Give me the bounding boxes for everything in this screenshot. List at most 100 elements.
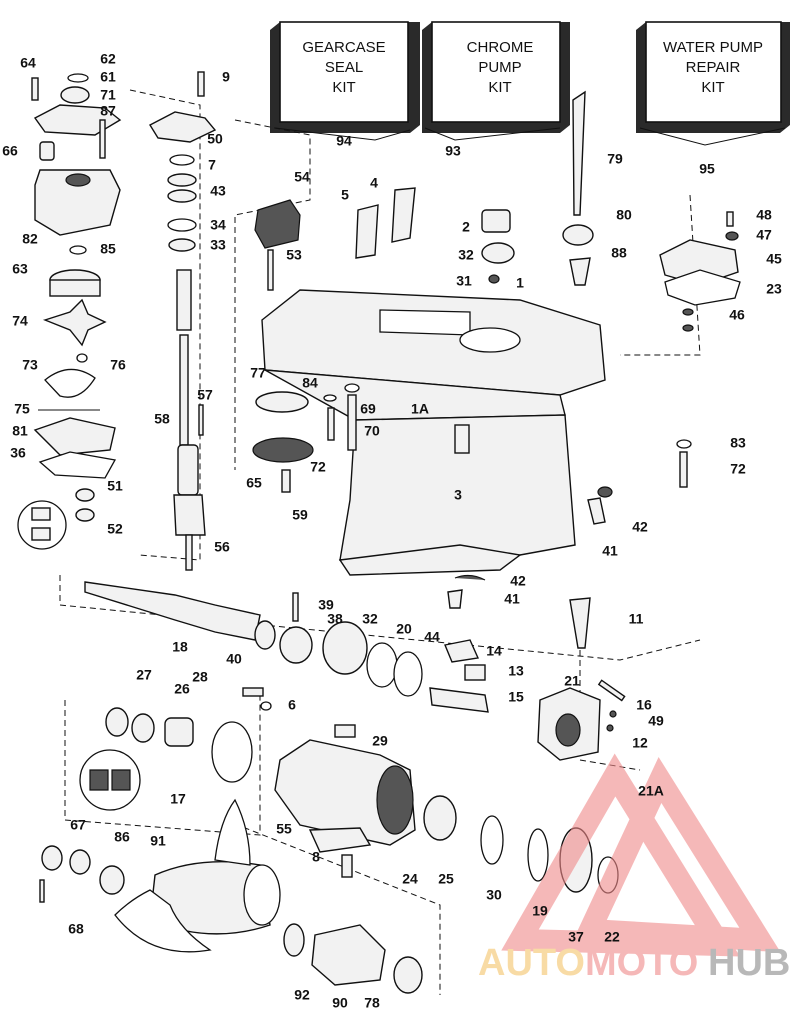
callout-19: 19 <box>532 903 548 919</box>
screw-72-b <box>679 451 688 488</box>
callout-43: 43 <box>210 183 226 199</box>
callout-label: 95 <box>699 161 715 177</box>
callout-55: 55 <box>276 821 292 837</box>
callout-32: 32 <box>458 247 474 263</box>
callout-14: 14 <box>486 643 502 659</box>
callout-37: 37 <box>568 929 584 945</box>
screw-41 <box>447 589 463 609</box>
callout-4: 4 <box>370 175 378 191</box>
kit-line: REPAIR <box>686 59 741 76</box>
callout-41: 41 <box>504 591 520 607</box>
watermark-text-auto: AUTO <box>478 942 585 984</box>
leader <box>424 127 561 141</box>
callout-48: 48 <box>756 207 772 223</box>
shift-rod-11 <box>569 597 591 649</box>
gasket-23 <box>664 269 741 306</box>
callout-40: 40 <box>226 651 242 667</box>
callout-68: 68 <box>68 921 84 937</box>
pin-57 <box>198 404 204 436</box>
callout-88: 88 <box>611 245 627 261</box>
propeller-blade-upper <box>214 798 251 866</box>
dashed-group-driveshaft <box>129 89 201 561</box>
callout-29: 29 <box>372 733 388 749</box>
carrier-bore <box>376 765 414 835</box>
pin-12 <box>606 724 614 732</box>
watermark-logo: AUTO MOTO HUB <box>478 753 790 984</box>
callout-73: 73 <box>22 357 38 373</box>
callout-42: 42 <box>632 519 648 535</box>
impeller-74 <box>42 298 107 347</box>
callout-30: 30 <box>486 887 502 903</box>
tube-79 <box>572 90 586 216</box>
callout-71: 71 <box>100 87 116 103</box>
screw-28 <box>242 687 264 697</box>
callout-85: 85 <box>100 241 116 257</box>
propeller-blade-lower <box>114 889 212 953</box>
callout-59: 59 <box>292 507 308 523</box>
bearing-housing-50 <box>149 111 217 143</box>
kit-box-face <box>645 21 782 123</box>
pump-plate-71 <box>33 104 122 136</box>
washer-6 <box>260 701 272 711</box>
propeller-shaft-18 <box>84 581 261 641</box>
gear-housing-1 <box>261 289 606 576</box>
screw-64 <box>31 77 39 101</box>
leader <box>274 127 411 141</box>
seal-43-b <box>167 189 197 203</box>
leader <box>639 127 786 146</box>
propeller-bore <box>243 864 281 926</box>
washer-19 <box>527 828 549 882</box>
thrust-washer-86 <box>99 865 125 895</box>
pinion-32 <box>481 242 515 264</box>
anode-54 <box>254 199 301 249</box>
callout-70: 70 <box>364 423 380 439</box>
washer-67 <box>69 849 91 875</box>
callout-90: 90 <box>332 995 348 1011</box>
grommet-88 <box>569 257 591 286</box>
o-ring-17 <box>211 721 253 783</box>
callout-72: 72 <box>310 459 326 475</box>
callout-21A: 21A <box>638 783 664 799</box>
callout-57: 57 <box>197 387 213 403</box>
o-ring-85 <box>69 245 87 255</box>
callout-54: 54 <box>294 169 310 185</box>
callout-63: 63 <box>12 261 28 277</box>
kit-line: CHROME <box>467 39 534 56</box>
callout-1: 1 <box>516 275 524 291</box>
callout-label: 93 <box>445 143 461 159</box>
callout-26: 26 <box>174 681 190 697</box>
callout-11: 11 <box>629 611 644 627</box>
washer-20 <box>366 642 398 688</box>
callout-58: 58 <box>154 411 170 427</box>
driveshaft-column <box>149 71 217 571</box>
grommet-80 <box>562 224 594 246</box>
shift-housing-bore <box>555 713 581 747</box>
callout-86: 86 <box>114 829 130 845</box>
callout-72: 72 <box>730 461 746 477</box>
callout-20: 20 <box>396 621 412 637</box>
shift-components <box>537 597 626 761</box>
callout-28: 28 <box>192 669 208 685</box>
bearing-40 <box>254 620 276 650</box>
washer-34 <box>167 218 197 232</box>
bushing-66 <box>39 141 55 161</box>
callout-91: 91 <box>150 833 166 849</box>
callout-74: 74 <box>12 313 28 329</box>
screw-65 <box>281 469 291 493</box>
callout-24: 24 <box>402 871 418 887</box>
pump-housing-82 <box>34 169 121 236</box>
seal-27-b <box>131 713 155 743</box>
callout-5: 5 <box>341 187 349 203</box>
seal-43-a <box>167 173 197 187</box>
gear-32 <box>322 621 368 675</box>
callout-67: 67 <box>70 817 86 833</box>
callout-22: 22 <box>604 929 620 945</box>
callout-8: 8 <box>312 849 320 865</box>
callout-82: 82 <box>22 231 38 247</box>
callout-33: 33 <box>210 237 226 253</box>
washer-30 <box>480 815 504 865</box>
shim-4 <box>391 187 416 243</box>
clip-14 <box>444 639 480 663</box>
washer-78 <box>393 956 423 994</box>
